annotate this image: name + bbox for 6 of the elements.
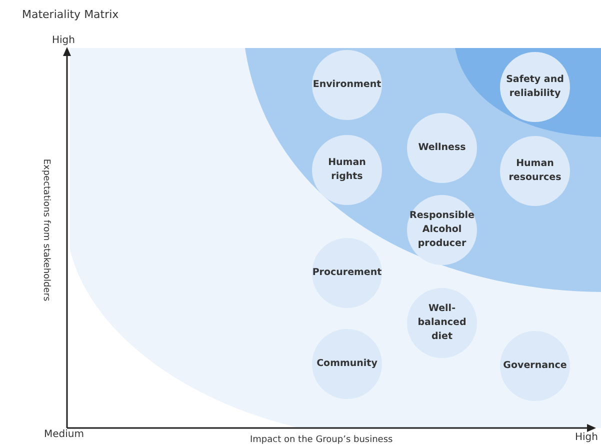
axis-label: Medium: [44, 429, 84, 440]
axis-label: High: [575, 432, 598, 443]
axis-title: Impact on the Group’s business: [250, 435, 393, 445]
chart-title: Materiality Matrix: [22, 8, 119, 21]
axis-label: High: [52, 35, 75, 46]
axis-title: Expectations from stakeholders: [41, 158, 52, 302]
